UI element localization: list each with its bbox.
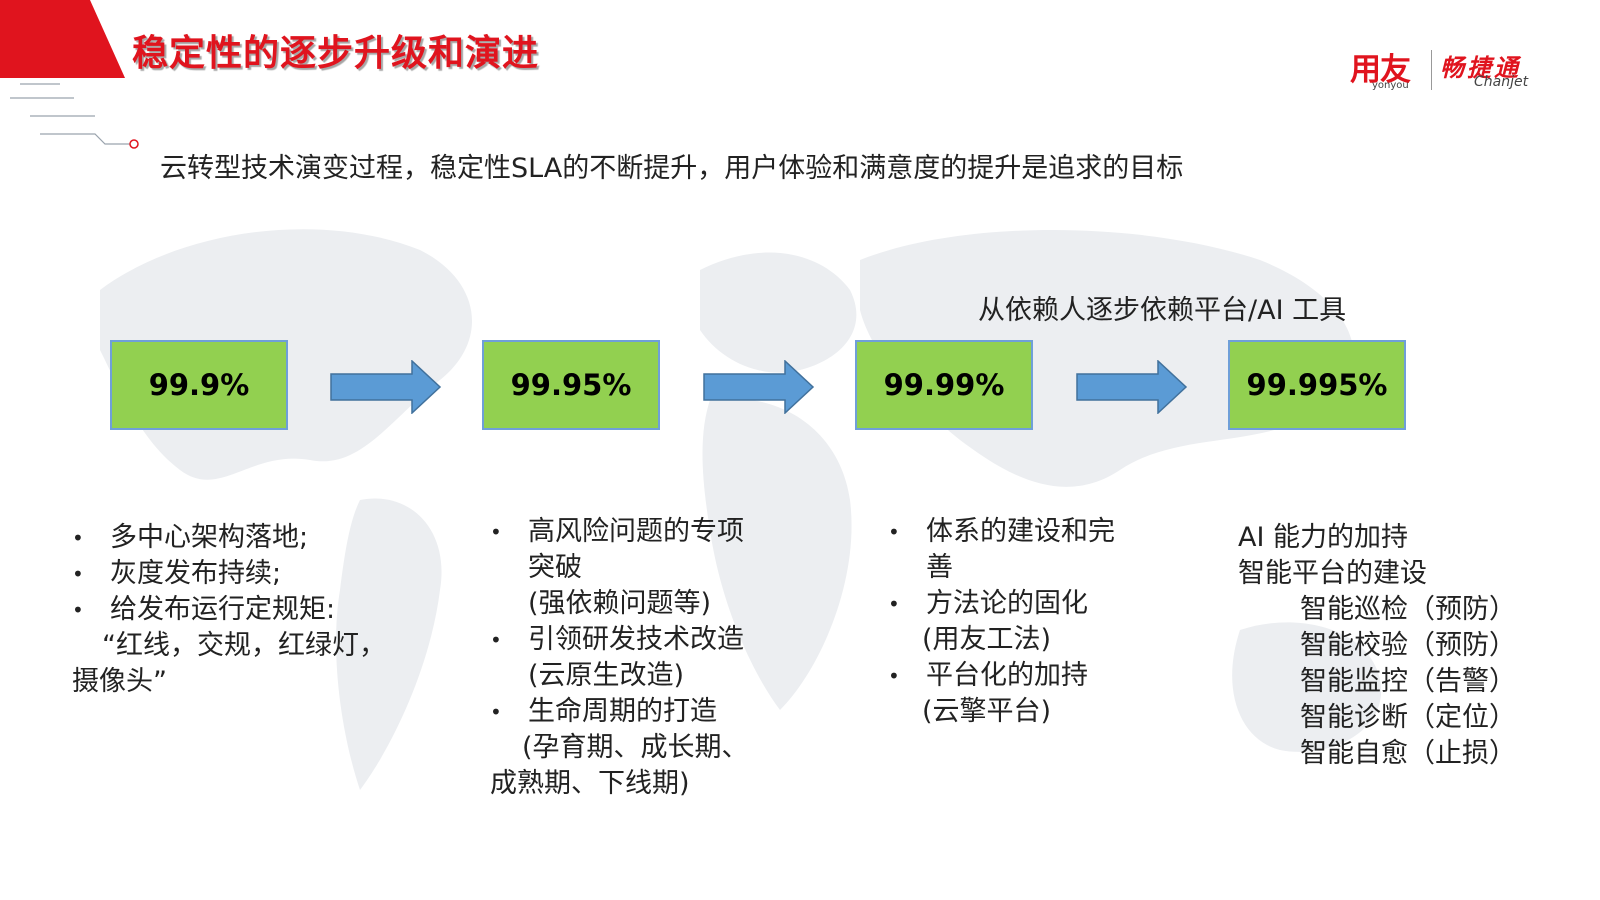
column-heading: AI 能力的加持 — [1238, 522, 1409, 553]
page-title: 稳定性的逐步升级和演进 — [132, 33, 540, 74]
list-item: •给发布运行定规矩: — [72, 592, 386, 628]
list-item-continuation: 摄像头” — [72, 666, 167, 697]
list-item: 智能监控（告警） — [1300, 666, 1516, 697]
list-item-note: (用友工法) — [922, 624, 1052, 655]
bullet-icon: • — [72, 598, 84, 622]
right-arrow-icon — [330, 360, 442, 414]
bullet-icon: • — [72, 562, 84, 586]
bullet-icon: • — [490, 520, 502, 544]
bullet-icon: • — [888, 664, 900, 688]
logo-product-text: 畅捷通 — [1440, 54, 1521, 82]
list-item-note: (强依赖问题等) — [528, 588, 712, 619]
column-high-risk: •高风险问题的专项 突破 (强依赖问题等) •引领研发技术改造 (云原生改造) … — [490, 514, 749, 802]
logo-divider — [1431, 50, 1432, 90]
sla-box-3: 99.99% — [855, 340, 1033, 430]
right-arrow-icon — [1076, 360, 1188, 414]
list-item: 智能巡检（预防） — [1300, 594, 1516, 625]
slide-subtitle: 云转型技术演变过程，稳定性SLA的不断提升，用户体验和满意度的提升是追求的目标 — [160, 153, 1184, 184]
bullet-icon: • — [490, 700, 502, 724]
sla-box-4: 99.995% — [1228, 340, 1406, 430]
list-item: •高风险问题的专项 — [490, 514, 749, 550]
bullet-icon: • — [888, 520, 900, 544]
list-item-note: (孕育期、成长期、 — [522, 732, 749, 763]
logo-product-subtext: Chanjet — [1474, 74, 1529, 90]
list-item-note: (云原生改造) — [528, 660, 685, 691]
right-arrow-icon — [703, 360, 815, 414]
logo-brand-text: 用友 — [1350, 52, 1411, 88]
column-multi-center: •多中心架构落地; •灰度发布持续; •给发布运行定规矩: “红线，交规，红绿灯… — [72, 520, 386, 700]
list-item: •平台化的加持 — [888, 658, 1115, 694]
header-decoration-lines — [10, 83, 139, 149]
list-item-continuation: 突破 — [528, 552, 582, 583]
bullet-icon: • — [72, 526, 84, 550]
sla-box-1: 99.9% — [110, 340, 288, 430]
list-item: •生命周期的打造 — [490, 694, 749, 730]
list-item: •多中心架构落地; — [72, 520, 386, 556]
logo-brand-subtext: yonyou — [1372, 80, 1409, 91]
column-system: •体系的建设和完 善 •方法论的固化 (用友工法) •平台化的加持 (云擎平台) — [888, 514, 1115, 730]
list-item-continuation: 善 — [926, 552, 953, 583]
bullet-icon: • — [888, 592, 900, 616]
bullet-icon: • — [490, 628, 502, 652]
company-logo: 用友 yonyou 畅捷通 Chanjet — [1350, 42, 1560, 98]
trend-note: 从依赖人逐步依赖平台/AI 工具 — [978, 295, 1347, 326]
list-item: 智能诊断（定位） — [1300, 702, 1516, 733]
list-item: •方法论的固化 — [888, 586, 1115, 622]
list-item: •灰度发布持续; — [72, 556, 386, 592]
list-item: •引领研发技术改造 — [490, 622, 749, 658]
list-item: 智能自愈（止损） — [1300, 738, 1516, 769]
list-item-note: 成熟期、下线期) — [490, 768, 690, 799]
list-item: •体系的建设和完 — [888, 514, 1115, 550]
column-heading: 智能平台的建设 — [1238, 558, 1427, 589]
list-item-continuation: “红线，交规，红绿灯， — [102, 630, 386, 661]
list-item-note: (云擎平台) — [922, 696, 1052, 727]
list-item: 智能校验（预防） — [1300, 630, 1516, 661]
sla-box-2: 99.95% — [482, 340, 660, 430]
header-red-banner — [0, 0, 125, 78]
column-ai: AI 能力的加持 智能平台的建设 智能巡检（预防） 智能校验（预防） 智能监控（… — [1238, 520, 1516, 772]
